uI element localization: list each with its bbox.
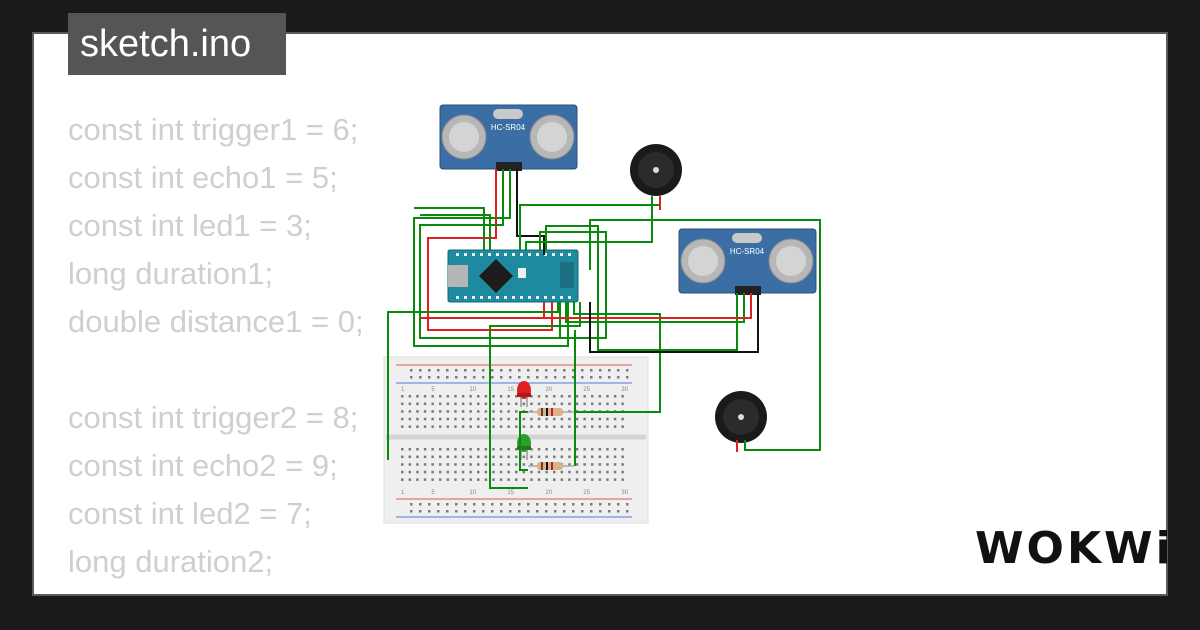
nano-pin [560, 253, 563, 256]
code-line: const int trigger1 = 6; [68, 112, 359, 147]
breadboard-column-label: 30 [621, 387, 628, 393]
breadboard-column-label: 30 [621, 490, 628, 496]
breadboard-column-label: 15 [507, 490, 514, 496]
resistor-1[interactable] [528, 408, 574, 416]
nano-pin [568, 253, 571, 256]
wire [565, 293, 745, 323]
red-led[interactable] [517, 381, 531, 407]
nano-pin [544, 253, 547, 256]
breadboard-column-label: 20 [545, 490, 552, 496]
nano-pin [536, 253, 539, 256]
wire [573, 302, 661, 413]
nano-pin [520, 296, 523, 299]
code-line: const int echo2 = 9; [68, 448, 338, 483]
nano-pin [512, 253, 515, 256]
nano-pin [552, 253, 555, 256]
nano-pin [536, 296, 539, 299]
breadboard-column-label: 10 [469, 490, 476, 496]
buzzer-2[interactable] [715, 391, 767, 443]
nano-pin [496, 253, 499, 256]
wire [420, 214, 491, 250]
nano-pin [568, 296, 571, 299]
wire [589, 219, 821, 451]
nano-pin [456, 253, 459, 256]
code-line: const int led2 = 7; [68, 496, 312, 531]
wire [519, 411, 528, 471]
file-tab-label: sketch.ino [80, 23, 252, 65]
ultrasonic-sensor-2[interactable]: HC-SR04 [678, 228, 817, 295]
breadboard-column-label: 5 [431, 387, 435, 393]
ultrasonic-sensor-1[interactable]: HC-SR04 [439, 104, 578, 171]
file-tab[interactable]: sketch.ino [68, 13, 286, 75]
nano-pin [496, 296, 499, 299]
breadboard-column-label: 20 [545, 387, 552, 393]
code-line: long duration1; [68, 256, 274, 291]
nano-pin [528, 253, 531, 256]
wokwi-logo: WOKWi [975, 523, 1174, 574]
nano-pin [560, 296, 563, 299]
code-line: double distance1 = 0; [68, 304, 364, 339]
nano-pin [456, 296, 459, 299]
code-line: const int echo1 = 5; [68, 160, 338, 195]
buzzer-1[interactable] [630, 144, 682, 196]
breadboard-column-label: 5 [431, 490, 435, 496]
wire [545, 225, 738, 351]
nano-pin [520, 253, 523, 256]
wire [589, 293, 759, 353]
code-line: const int trigger2 = 8; [68, 400, 359, 435]
nano-pin [464, 253, 467, 256]
nano-pin [528, 296, 531, 299]
wires [387, 169, 821, 489]
wire [387, 302, 559, 460]
breadboard-column-label: 10 [469, 387, 476, 393]
breadboard-column-label: 25 [583, 490, 590, 496]
code-line: double distance2 = 0; [68, 586, 364, 594]
nano-pin [472, 296, 475, 299]
breadboard-column-label: 1 [401, 490, 405, 496]
nano-pin [488, 296, 491, 299]
code-line: long duration2; [68, 544, 274, 579]
nano-pin [504, 296, 507, 299]
nano-pin [480, 253, 483, 256]
wire [414, 207, 485, 250]
breadboard-column-label: 15 [507, 387, 514, 393]
nano-pin [472, 253, 475, 256]
wire [419, 169, 561, 339]
arduino-nano[interactable] [447, 249, 579, 303]
breadboard-column-label: 25 [583, 387, 590, 393]
resistor-2[interactable] [528, 462, 574, 470]
code-preview: const int trigger1 = 6; const int echo1 =… [68, 106, 364, 594]
nano-pin [512, 296, 515, 299]
wire [540, 302, 545, 319]
nano-pin [464, 296, 467, 299]
nano-pin [552, 296, 555, 299]
nano-pin [488, 253, 491, 256]
nano-pin [504, 253, 507, 256]
nano-pin [480, 296, 483, 299]
sensor-2-model-label: HC-SR04 [730, 247, 765, 256]
wire [516, 169, 545, 255]
wire [420, 293, 752, 319]
sensor-1-model-label: HC-SR04 [491, 123, 526, 132]
code-line: const int led1 = 3; [68, 208, 312, 243]
breadboard-column-label: 1 [401, 387, 405, 393]
nano-pin [544, 296, 547, 299]
